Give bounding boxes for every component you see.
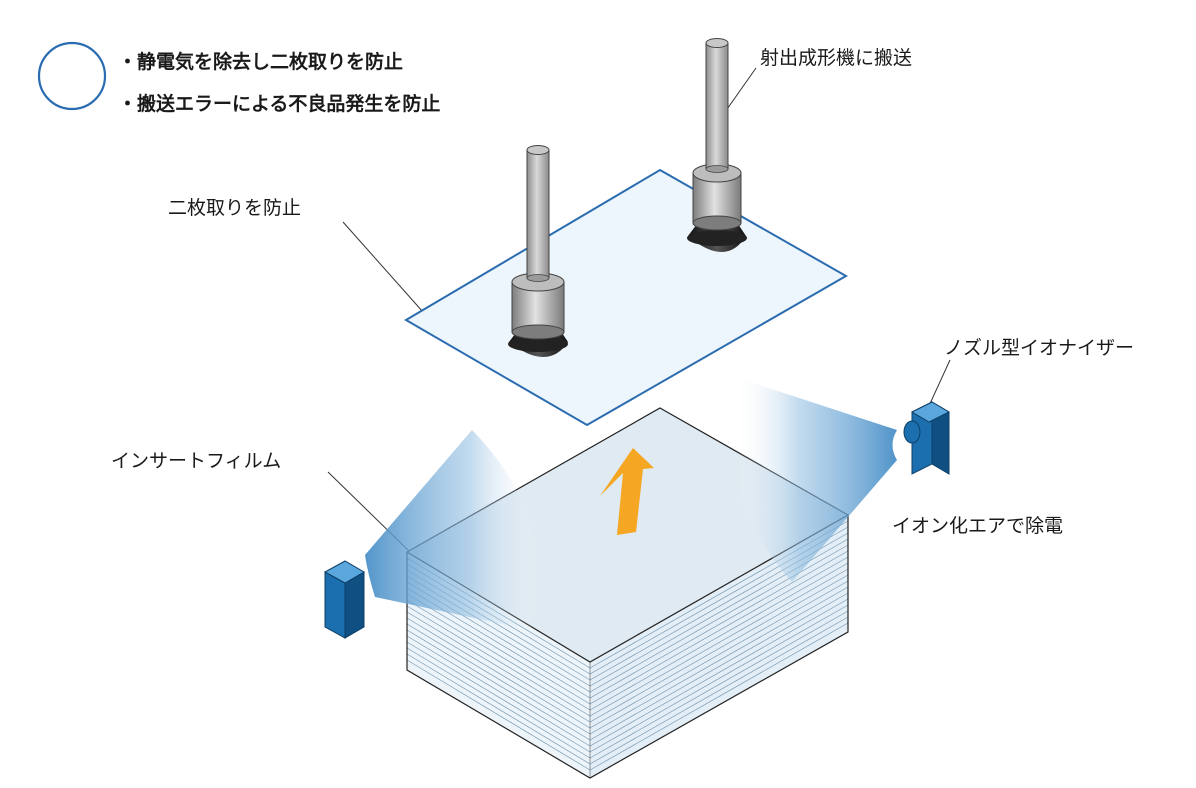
stack-front-right bbox=[590, 515, 848, 778]
legend-bullet-1: ・静電気を除去し二枚取りを防止 bbox=[118, 50, 403, 73]
label-ionized-air: イオン化エアで除電 bbox=[892, 515, 1063, 537]
legend-bullet-2: ・搬送エラーによる不良品発生を防止 bbox=[118, 92, 440, 115]
legend-circle-icon bbox=[37, 41, 107, 111]
legend: ・静電気を除去し二枚取りを防止 ・搬送エラーによる不良品発生を防止 bbox=[37, 41, 440, 115]
label-nozzle-ionizer: ノズル型イオナイザー bbox=[944, 337, 1134, 359]
suction-cup-left bbox=[508, 145, 568, 357]
air-flow-right bbox=[731, 378, 897, 582]
nozzle-ionizer-left bbox=[323, 560, 365, 639]
leader-double-pick bbox=[342, 221, 424, 313]
lifted-film-sheet bbox=[404, 168, 849, 427]
air-flow-left bbox=[365, 430, 538, 630]
ionizer-nozzle-tip bbox=[903, 420, 921, 444]
label-insert-film: インサートフィルム bbox=[111, 450, 281, 472]
suction-cup-right bbox=[687, 38, 747, 252]
nozzle-ionizer-right bbox=[903, 401, 951, 475]
label-double-pick: 二枚取りを防止 bbox=[168, 197, 301, 219]
lift-arrow-icon bbox=[600, 448, 654, 535]
label-transfer: 射出成形機に搬送 bbox=[760, 47, 912, 69]
leader-nozzle bbox=[927, 359, 951, 409]
